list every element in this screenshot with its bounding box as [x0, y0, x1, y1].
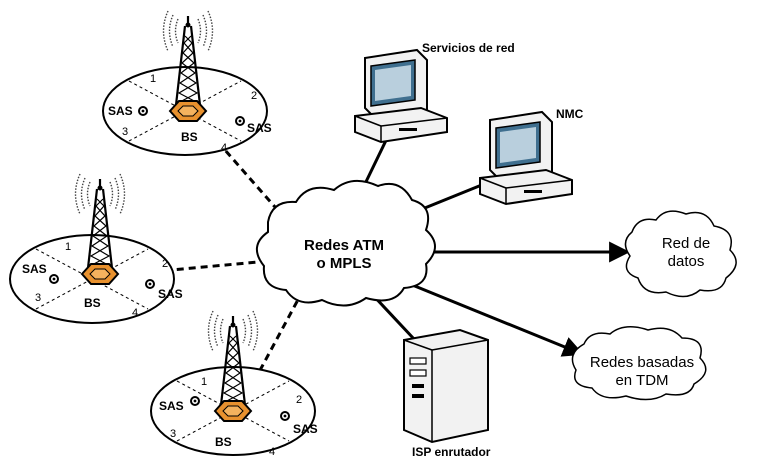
sector-label: 2: [296, 394, 302, 406]
isp-server-icon: [403, 328, 489, 444]
tdm-label-line1: Redes basadas: [590, 354, 694, 371]
base-station-cell-top: SAS SAS BS 1 2 3 4: [102, 9, 272, 156]
sector-label: 1: [201, 376, 207, 388]
sas-label: SAS: [159, 399, 184, 413]
tdm-cloud: Redes basadas en TDM: [571, 326, 707, 401]
sas-label: SAS: [158, 287, 183, 301]
sas-icon: [235, 116, 245, 126]
sas-icon: [280, 411, 290, 421]
core-label-line2: o MPLS: [317, 255, 372, 272]
sas-icon: [145, 279, 155, 289]
sas-icon: [190, 396, 200, 406]
sas-label: SAS: [22, 262, 47, 276]
core-label-line1: Redes ATM: [304, 237, 384, 254]
sas-icon: [49, 274, 59, 284]
bs-label: BS: [181, 130, 198, 144]
servicios-computer-icon: [354, 48, 448, 144]
bs-label: BS: [84, 296, 101, 310]
links: [116, 127, 631, 414]
sector-label: 2: [251, 90, 257, 102]
sector-label: 1: [65, 241, 71, 253]
link-cell-bottom: [235, 295, 302, 414]
base-station-cell-middle: SAS SAS BS 1 2 3 4: [9, 172, 183, 324]
core-cloud: Redes ATM o MPLS: [256, 179, 436, 307]
link-tdm: [399, 278, 584, 357]
bs-label: BS: [215, 435, 232, 449]
servicios-label: Servicios de red: [422, 41, 515, 55]
sector-label: 4: [221, 142, 227, 154]
sas-icon: [138, 106, 148, 116]
tdm-label-line2: en TDM: [615, 372, 668, 389]
nmc-label: NMC: [556, 107, 584, 121]
red-datos-cloud: Red de datos: [624, 210, 737, 298]
sector-label: 3: [35, 292, 41, 304]
isp-label: ISP enrutador: [412, 445, 491, 459]
sector-label: 4: [269, 446, 275, 458]
sas-label: SAS: [293, 422, 318, 436]
sector-label: 1: [150, 73, 156, 85]
red-datos-label-line2: datos: [668, 253, 705, 270]
sas-label: SAS: [247, 121, 272, 135]
sector-label: 3: [170, 428, 176, 440]
sector-label: 4: [132, 307, 138, 319]
red-datos-label-line1: Red de: [662, 235, 710, 252]
nmc-computer-icon: [479, 110, 573, 206]
base-station-cell-bottom: SAS SAS BS 1 2 3 4: [150, 309, 318, 458]
sector-label: 2: [162, 258, 168, 270]
sas-label: SAS: [108, 104, 133, 118]
sector-label: 3: [122, 126, 128, 138]
